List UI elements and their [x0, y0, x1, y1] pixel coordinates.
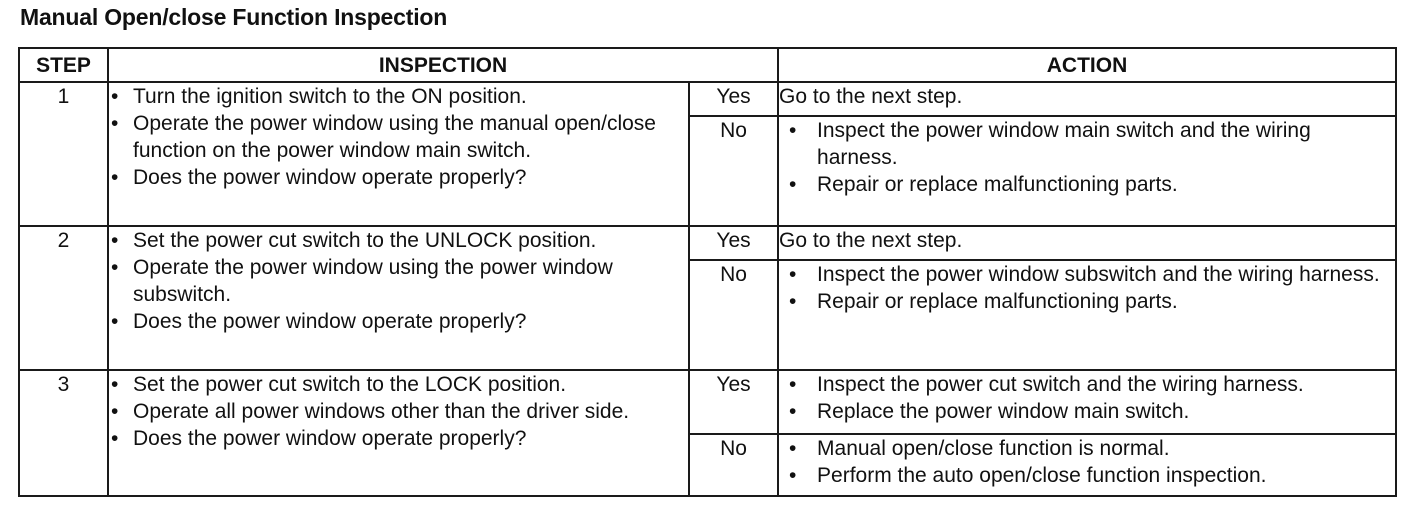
inspection-cell: Turn the ignition switch to the ON posit… — [107, 81, 690, 227]
inspection-item: Does the power window operate properly? — [109, 308, 688, 335]
action-list: Inspect the power window subswitch and t… — [779, 261, 1395, 315]
inspection-item: Set the power cut switch to the UNLOCK p… — [109, 227, 688, 254]
inspection-cell: Set the power cut switch to the UNLOCK p… — [107, 225, 690, 371]
inspection-item: Does the power window operate properly? — [109, 425, 688, 452]
header-step: STEP — [18, 47, 109, 83]
inspection-item: Turn the ignition switch to the ON posit… — [109, 83, 688, 110]
inspection-list: Set the power cut switch to the UNLOCK p… — [109, 227, 688, 335]
yes-action-text: Go to the next step. — [779, 85, 963, 108]
header-inspection: INSPECTION — [106, 47, 780, 83]
yes-action: Go to the next step. — [777, 225, 1398, 261]
action-item: Manual open/close function is normal. — [779, 435, 1395, 462]
yes-label: Yes — [687, 225, 780, 261]
inspection-item: Operate the power window using the power… — [109, 254, 688, 308]
action-item: Repair or replace malfunctioning parts. — [779, 171, 1395, 198]
no-label: No — [687, 115, 780, 227]
action-item: Inspect the power window main switch and… — [779, 117, 1395, 171]
action-item: Replace the power window main switch. — [779, 398, 1395, 425]
action-item: Repair or replace malfunctioning parts. — [779, 288, 1395, 315]
action-list: Manual open/close function is normal. Pe… — [779, 435, 1395, 489]
action-item: Inspect the power window subswitch and t… — [779, 261, 1395, 288]
table-row: 1 Turn the ignition switch to the ON pos… — [18, 81, 1398, 227]
inspection-table: STEP INSPECTION ACTION 1 Turn the igniti… — [18, 47, 1398, 497]
yes-label: Yes — [687, 369, 780, 435]
yes-action: Go to the next step. — [777, 81, 1398, 117]
action-item: Inspect the power cut switch and the wir… — [779, 371, 1395, 398]
page-title: Manual Open/close Function Inspection — [20, 4, 448, 30]
action-list: Inspect the power window main switch and… — [779, 117, 1395, 198]
inspection-item: Operate all power windows other than the… — [109, 398, 688, 425]
yes-label: Yes — [687, 81, 780, 117]
table-row: No Inspect the power window main switch … — [19, 115, 1398, 227]
yes-action-text: Go to the next step. — [779, 229, 963, 252]
inspection-list: Set the power cut switch to the LOCK pos… — [109, 371, 688, 452]
no-action: Inspect the power window main switch and… — [777, 115, 1398, 227]
action-item: Perform the auto open/close function ins… — [779, 462, 1395, 489]
action-list: Inspect the power cut switch and the wir… — [779, 371, 1395, 425]
step-number: 3 — [18, 369, 109, 497]
table-row: 3 Set the power cut switch to the LOCK p… — [18, 369, 1398, 497]
table-row: 2 Set the power cut switch to the UNLOCK… — [18, 225, 1398, 371]
table-row: No Manual open/close function is normal.… — [19, 433, 1398, 497]
inspection-item: Operate the power window using the manua… — [109, 110, 688, 164]
yes-action: Inspect the power cut switch and the wir… — [777, 369, 1398, 435]
no-action: Inspect the power window subswitch and t… — [777, 259, 1398, 371]
inspection-cell: Set the power cut switch to the LOCK pos… — [107, 369, 690, 497]
no-label: No — [687, 259, 780, 371]
header-action: ACTION — [777, 47, 1398, 83]
no-label: No — [687, 433, 780, 497]
no-action: Manual open/close function is normal. Pe… — [777, 433, 1398, 497]
table-row: No Inspect the power window subswitch an… — [19, 259, 1398, 371]
inspection-item: Does the power window operate properly? — [109, 164, 688, 191]
inspection-list: Turn the ignition switch to the ON posit… — [109, 83, 688, 191]
inspection-item: Set the power cut switch to the LOCK pos… — [109, 371, 688, 398]
step-number: 2 — [18, 225, 109, 371]
table-header-row: STEP INSPECTION ACTION — [18, 47, 1398, 83]
step-number: 1 — [18, 81, 109, 227]
